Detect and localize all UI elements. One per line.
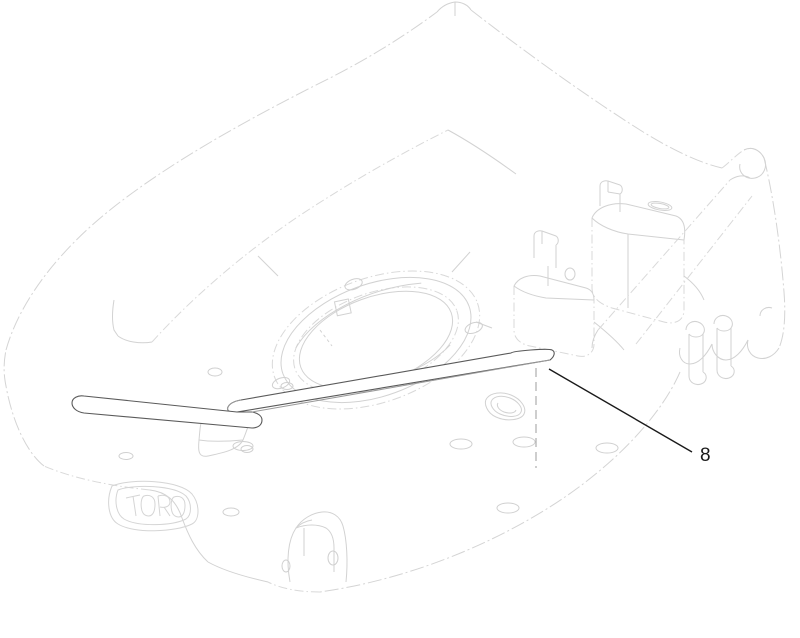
deck-inner-boundary [151, 129, 517, 343]
left-rear-bracket [513, 230, 625, 357]
rear-hook-tabs [685, 307, 773, 385]
deck-housing-outline [3, 1, 786, 593]
callout-label-8: 8 [700, 445, 711, 466]
opening-construction-ticks [257, 251, 493, 347]
decal-part [71, 348, 555, 429]
toro-logo-emboss [108, 480, 199, 532]
front-mounting-bracket [281, 511, 348, 583]
rear-housing-box [591, 180, 705, 324]
callout-8[interactable]: 8 [548, 368, 711, 466]
decal-recess [484, 392, 526, 421]
discharge-chute [591, 175, 753, 349]
deck-holes [118, 367, 619, 517]
leader-line-8 [548, 368, 693, 453]
